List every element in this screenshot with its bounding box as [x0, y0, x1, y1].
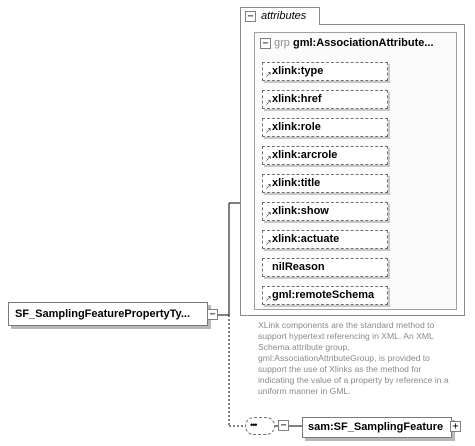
- attribute-xlink-show[interactable]: ↗ xlink:show: [262, 202, 388, 221]
- attributes-tab[interactable]: attributes: [240, 7, 320, 25]
- attribute-xlink-arcrole[interactable]: ↗ xlink:arcrole: [262, 146, 388, 165]
- attribute-arrow-icon: ↗: [265, 70, 272, 79]
- attribute-arrow-icon: ↗: [265, 210, 272, 219]
- attribute-label: xlink:role: [272, 121, 321, 133]
- attribute-arrow-icon: ↗: [265, 126, 272, 135]
- root-collapse-icon[interactable]: −: [207, 309, 218, 320]
- attribute-xlink-role[interactable]: ↗ xlink:role: [262, 118, 388, 137]
- sequence-icon: •••: [250, 420, 258, 430]
- attribute-label: xlink:href: [272, 93, 322, 105]
- attribute-group-title[interactable]: grp gml:AssociationAttribute...: [274, 36, 434, 50]
- attributes-documentation: XLink components are the standard method…: [258, 320, 449, 396]
- attribute-arrow-icon: ↗: [265, 98, 272, 107]
- group-name: gml:AssociationAttribute...: [292, 37, 434, 49]
- attribute-xlink-actuate[interactable]: ↗ xlink:actuate: [262, 230, 388, 249]
- attribute-arrow-icon: ↗: [265, 238, 272, 247]
- child-element-box[interactable]: sam:SF_SamplingFeature: [302, 417, 452, 438]
- root-element-box[interactable]: SF_SamplingFeaturePropertyTy...: [8, 302, 208, 326]
- attribute-nilreason[interactable]: nilReason: [262, 258, 388, 277]
- attribute-arrow-icon: ↗: [265, 182, 272, 191]
- attribute-label: xlink:type: [272, 65, 324, 77]
- attribute-xlink-type[interactable]: ↗ xlink:type: [262, 62, 388, 81]
- child-element-label: sam:SF_SamplingFeature: [308, 421, 444, 433]
- attribute-xlink-title[interactable]: ↗ xlink:title: [262, 174, 388, 193]
- attribute-label: nilReason: [272, 261, 325, 273]
- attribute-xlink-href[interactable]: ↗ xlink:href: [262, 90, 388, 109]
- attribute-label: xlink:actuate: [272, 233, 340, 245]
- attributes-tab-label: attributes: [261, 10, 307, 22]
- attribute-arrow-icon: ↗: [265, 154, 272, 163]
- attributes-collapse-icon[interactable]: −: [245, 11, 256, 22]
- sequence-collapse-icon[interactable]: −: [278, 420, 289, 431]
- attribute-label: xlink:title: [272, 177, 321, 189]
- attribute-gml-remoteschema[interactable]: ↗ gml:remoteSchema: [262, 286, 388, 305]
- group-keyword: grp: [274, 37, 290, 49]
- attribute-arrow-icon: ↗: [265, 294, 272, 303]
- group-collapse-icon[interactable]: −: [260, 38, 271, 49]
- attribute-label: xlink:show: [272, 205, 329, 217]
- root-element-label: SF_SamplingFeaturePropertyTy...: [15, 308, 191, 320]
- sequence-compositor[interactable]: [245, 417, 275, 435]
- child-expand-icon[interactable]: +: [450, 421, 461, 432]
- attribute-label: gml:remoteSchema: [272, 289, 375, 301]
- attribute-label: xlink:arcrole: [272, 149, 338, 161]
